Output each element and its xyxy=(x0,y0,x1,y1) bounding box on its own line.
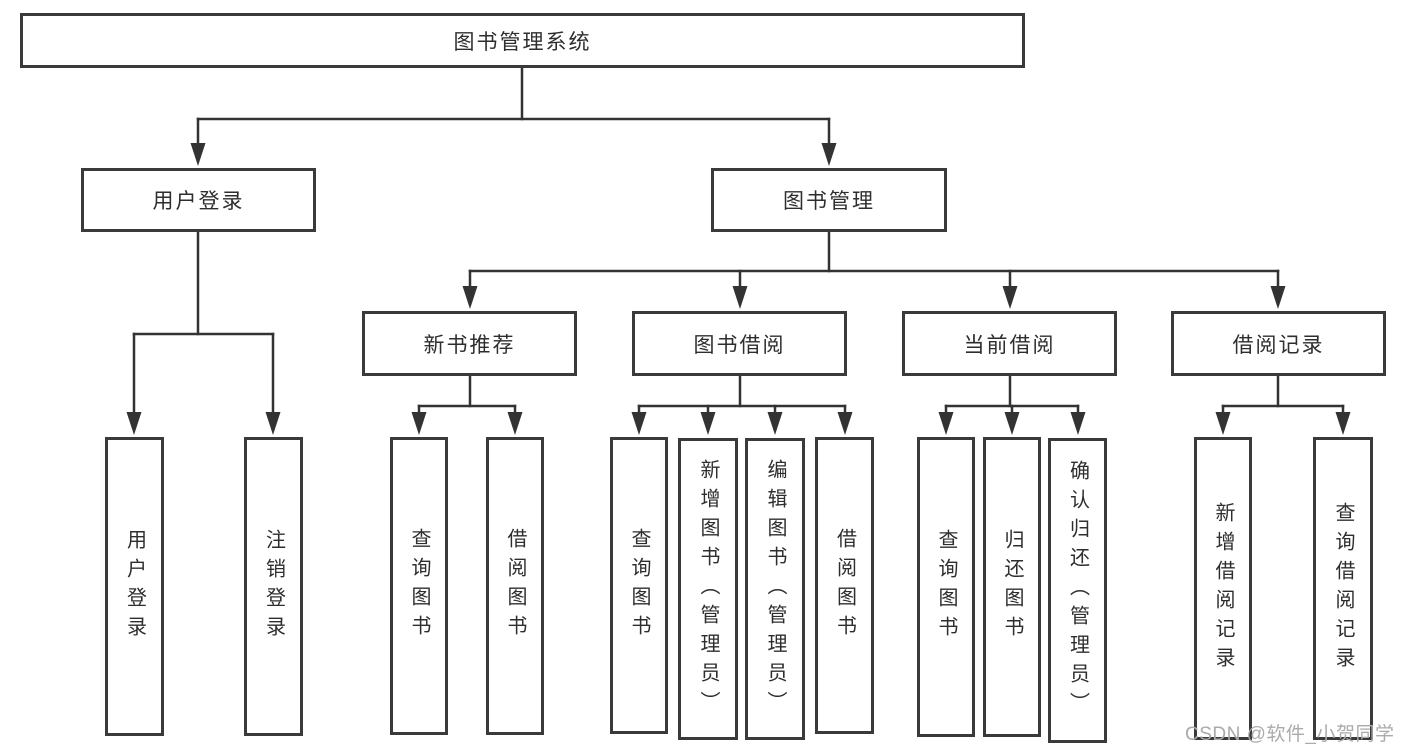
node-leaf-borrow-book-2: 借阅图书 xyxy=(815,437,874,734)
node-leaf-confirm-return-admin: 确认归还（管理员） xyxy=(1048,438,1107,743)
node-leaf-add-borrow-record: 新增借阅记录 xyxy=(1194,437,1252,740)
node-leaf-add-book-admin: 新增图书（管理员） xyxy=(678,438,738,740)
node-book-management: 图书管理 xyxy=(711,168,947,232)
node-leaf-query-book-2: 查询图书 xyxy=(610,437,668,734)
node-new-book-recommend: 新书推荐 xyxy=(362,311,577,376)
node-library-system: 图书管理系统 xyxy=(20,13,1025,68)
node-borrow-record: 借阅记录 xyxy=(1171,311,1386,376)
node-leaf-user-login: 用户登录 xyxy=(105,437,164,736)
node-leaf-query-book-3: 查询图书 xyxy=(917,437,975,737)
node-leaf-query-book-1: 查询图书 xyxy=(390,437,448,735)
node-leaf-borrow-book-1: 借阅图书 xyxy=(486,437,544,735)
node-current-borrow: 当前借阅 xyxy=(902,311,1117,376)
node-leaf-return-book: 归还图书 xyxy=(983,437,1041,737)
watermark: CSDN @软件_小贺同学 xyxy=(1185,724,1395,745)
node-book-borrow: 图书借阅 xyxy=(632,311,847,376)
node-leaf-edit-book-admin: 编辑图书（管理员） xyxy=(745,438,805,740)
node-leaf-query-borrow-record: 查询借阅记录 xyxy=(1313,437,1373,740)
node-user-login: 用户登录 xyxy=(81,168,316,232)
node-leaf-logout: 注销登录 xyxy=(244,437,303,736)
